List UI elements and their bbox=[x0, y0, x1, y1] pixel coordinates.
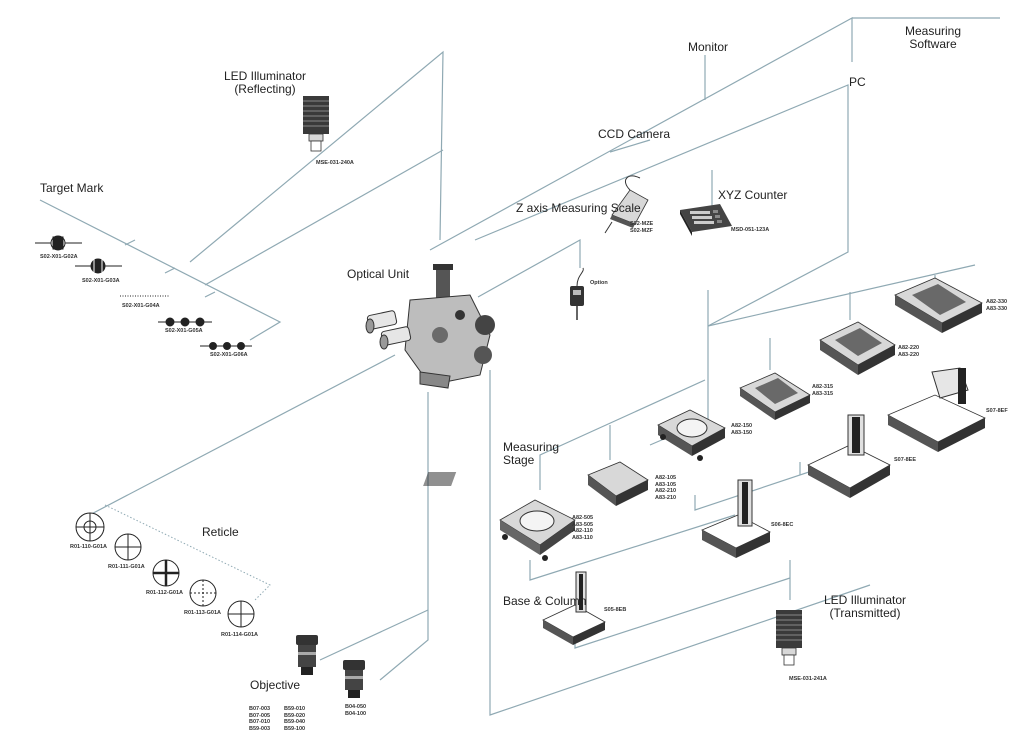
code-xyz-counter: MSD-051-123A bbox=[731, 227, 770, 233]
base-s07-8ef-icon bbox=[887, 367, 986, 452]
code-led-reflecting: MSE-031-240A bbox=[316, 160, 354, 166]
code-target-3: S02-X01-G04A bbox=[122, 303, 160, 309]
code-stage-315: A82-315 A83-315 bbox=[812, 384, 834, 397]
optical-unit-icon bbox=[365, 264, 495, 389]
code-target-2: S02-X01-G03A bbox=[82, 278, 120, 284]
base-s07-8ee-icon bbox=[807, 414, 891, 498]
label-ccd-camera: CCD Camera bbox=[598, 127, 671, 141]
code-stage-330: A82-330 A83-330 bbox=[986, 299, 1008, 312]
label-led-illuminator-reflecting: LED Illuminator (Reflecting) bbox=[223, 69, 307, 96]
label-monitor: Monitor bbox=[688, 40, 729, 54]
led-illuminator-reflecting-icon bbox=[303, 96, 329, 152]
code-base-505: S05-8EB bbox=[604, 607, 627, 613]
stage-a82-330-icon bbox=[894, 277, 983, 333]
code-stage-105: A82-105 A83-105 A82-210 A83-210 bbox=[655, 475, 677, 501]
code-target-1: S02-X01-G02A bbox=[40, 254, 78, 260]
code-reticle-2: R01-111-G01A bbox=[108, 564, 145, 570]
code-stage-505: A82-505 A83-505 A82-110 A83-110 bbox=[572, 515, 594, 541]
label-measuring-stage: Measuring Stage bbox=[503, 440, 560, 467]
code-target-4: S02-X01-G05A bbox=[165, 328, 203, 334]
led-illuminator-transmitted-icon bbox=[776, 610, 802, 666]
stage-a82-505-icon bbox=[499, 499, 576, 561]
code-objective-col1: B07-003 B07-005 B07-010 B59-003 bbox=[249, 706, 271, 732]
xyz-counter-icon bbox=[680, 204, 732, 236]
label-measuring-software: Measuring Software bbox=[905, 24, 962, 51]
code-objective-col3: B04-050 B04-100 bbox=[345, 704, 367, 717]
label-reticle: Reticle bbox=[202, 525, 239, 539]
label-led-illuminator-transmitted: LED Illuminator (Transmitted) bbox=[823, 593, 907, 620]
base-s06-8ec-icon bbox=[701, 479, 771, 558]
label-xyz-counter: XYZ Counter bbox=[718, 188, 788, 202]
label-pc: PC bbox=[849, 75, 866, 89]
code-stage-220: A82-220 A83-220 bbox=[898, 345, 920, 358]
target-mark-icons bbox=[35, 235, 252, 350]
option-probe-icon bbox=[570, 267, 584, 320]
label-objective: Objective bbox=[250, 678, 301, 692]
base-s05-8eb-icon bbox=[542, 571, 606, 645]
code-stage-150: A82-150 A83-150 bbox=[731, 423, 753, 436]
stage-a82-105-icon bbox=[423, 461, 649, 506]
z-axis-scale-icon bbox=[604, 175, 649, 234]
label-base-column: Base & Column bbox=[503, 594, 587, 608]
label-target-mark: Target Mark bbox=[40, 181, 104, 195]
label-z-axis-measuring-scale: Z axis Measuring Scale bbox=[516, 201, 641, 215]
code-base-507-ef: S07-8EF bbox=[986, 408, 1008, 414]
code-reticle-5: R01-114-G01A bbox=[221, 632, 258, 638]
code-base-507-ee: S07-8EE bbox=[894, 457, 917, 463]
code-led-transmitted: MSE-031-241A bbox=[789, 676, 827, 682]
stage-a82-315-icon bbox=[739, 372, 811, 420]
code-target-5: S02-X01-G06A bbox=[210, 352, 248, 358]
reticle-icons bbox=[75, 512, 255, 628]
stage-a82-220-icon bbox=[819, 321, 896, 375]
code-reticle-1: R01-110-G01A bbox=[70, 544, 107, 550]
label-optical-unit: Optical Unit bbox=[347, 267, 410, 281]
code-objective-col2: B59-010 B59-020 B59-040 B59-100 bbox=[284, 706, 306, 732]
label-option: Option bbox=[590, 280, 608, 286]
stage-a82-150-icon bbox=[657, 409, 726, 461]
code-reticle-3: R01-112-G01A bbox=[146, 590, 183, 596]
code-reticle-4: R01-113-G01A bbox=[184, 610, 221, 616]
objective-lens-icons bbox=[296, 635, 365, 698]
code-base-506: S06-8EC bbox=[771, 522, 794, 528]
code-z-scale: S02-MZE S02-MZF bbox=[630, 221, 654, 234]
